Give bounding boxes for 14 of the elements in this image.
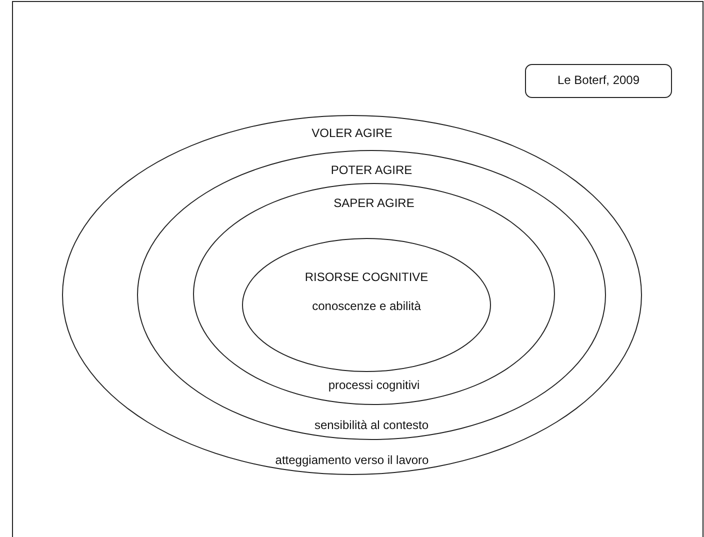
heading-text: Le Boterf, 2009 — [557, 72, 640, 88]
description-text: atteggiamento verso il lavoro — [275, 452, 429, 468]
heading-text: POTER AGIRE — [330, 162, 412, 178]
heading-text: RISORSE COGNITIVE — [304, 269, 428, 285]
description-text: processi cognitivi — [328, 377, 420, 393]
inner-ring-ellipse — [193, 183, 555, 405]
heading-text: SAPER AGIRE — [334, 195, 414, 211]
core-ellipse — [242, 238, 491, 372]
description-text: sensibilità al contesto — [314, 417, 429, 433]
citation-box — [525, 64, 672, 98]
description-text: conoscenze e abilità — [312, 298, 421, 314]
outer-ellipse — [62, 115, 642, 475]
middle-ellipse — [137, 150, 606, 440]
heading-text: VOLER AGIRE — [312, 125, 392, 141]
